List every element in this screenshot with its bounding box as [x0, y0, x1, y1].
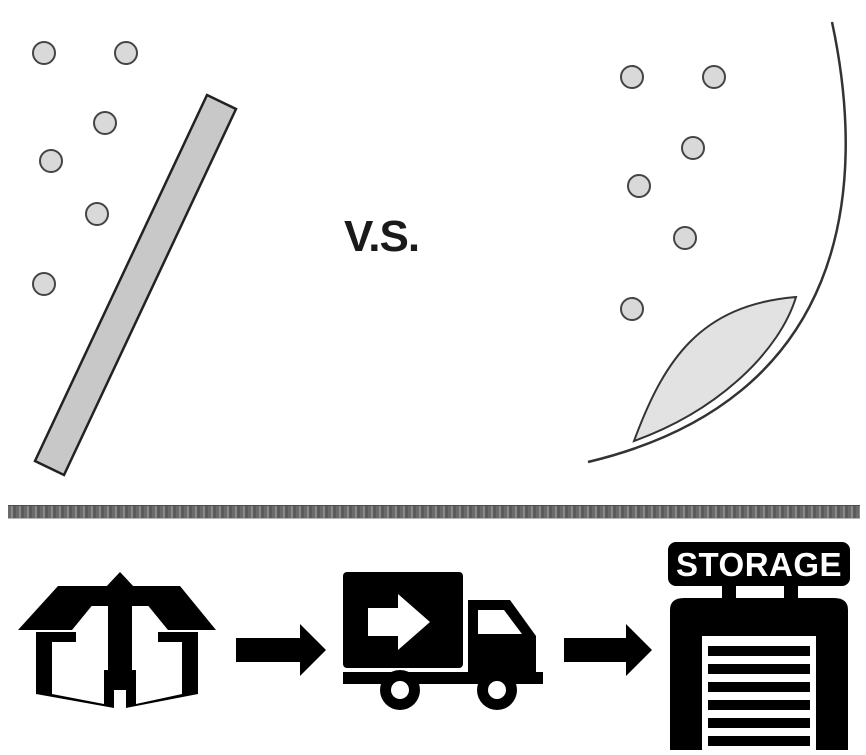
particle	[620, 297, 644, 321]
shipping-flow-panel: STORAGE	[0, 520, 866, 750]
particle	[32, 41, 56, 65]
curved-flap	[632, 295, 798, 443]
curved-wall	[587, 21, 847, 464]
particle	[39, 149, 63, 173]
open-box-icon	[18, 572, 216, 708]
particle	[681, 136, 705, 160]
particle	[673, 226, 697, 250]
flat-plate	[33, 93, 238, 477]
particle	[627, 174, 651, 198]
storage-sign-label: STORAGE	[676, 546, 842, 583]
section-divider	[8, 505, 860, 519]
vs-label: V.S.	[344, 212, 420, 261]
storage-unit-icon: STORAGE	[668, 542, 850, 750]
arrow-right-icon	[564, 624, 652, 676]
particle	[620, 65, 644, 89]
shipping-flow-illustration: STORAGE	[18, 542, 850, 750]
comparison-panel: V.S.	[32, 21, 847, 477]
particle	[85, 202, 109, 226]
particle	[114, 41, 138, 65]
left-particle-group	[32, 41, 138, 296]
particle	[32, 272, 56, 296]
delivery-truck-icon	[343, 572, 543, 710]
comparison-illustration	[32, 21, 847, 477]
particle	[93, 111, 117, 135]
arrow-right-icon	[236, 624, 326, 676]
right-particle-group	[620, 65, 726, 321]
particle	[702, 65, 726, 89]
